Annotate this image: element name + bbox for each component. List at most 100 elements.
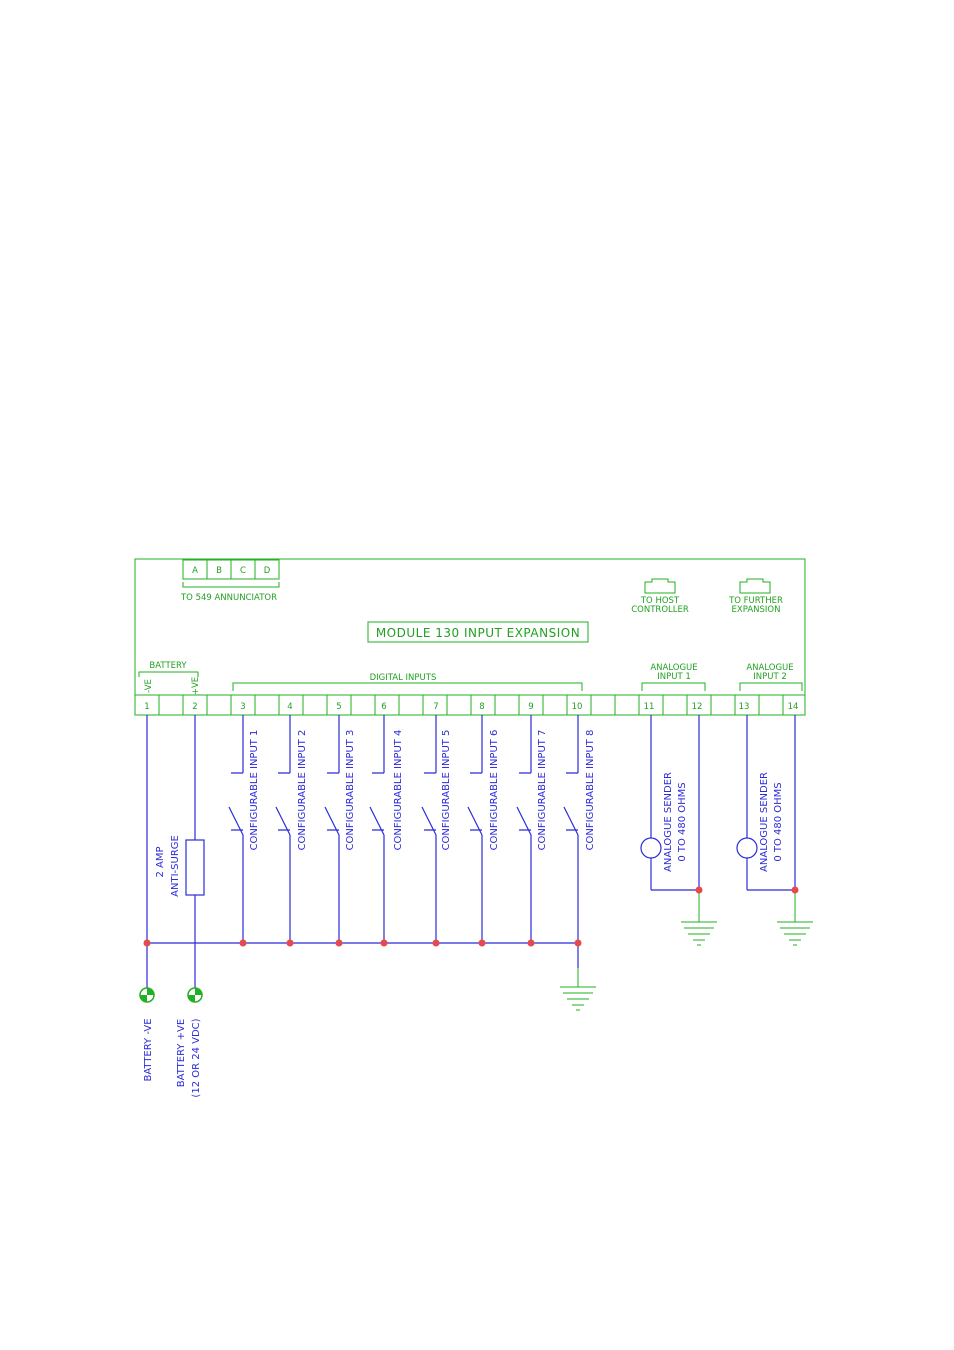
annunciator-label: TO 549 ANNUNCIATOR: [180, 593, 277, 603]
sender-2-line1: ANALOGUE SENDER: [759, 772, 770, 872]
junction-node: [239, 939, 247, 947]
analogue-1-line1: ANALOGUE: [650, 663, 697, 673]
analogue-1-line2: INPUT 1: [657, 672, 691, 682]
battery-group: BATTERY -VE +VE: [138, 661, 201, 695]
earth-symbol-sender-1: [681, 921, 717, 946]
battery-group-pos: +VE: [191, 677, 201, 695]
battery-pos-connection-icon: [187, 987, 203, 1003]
battery-pos-label-line2: (12 OR 24 VDC): [191, 1018, 202, 1097]
junction-node: [791, 886, 799, 894]
junction-node: [380, 939, 388, 947]
analogue-input-1-group: ANALOGUE INPUT 1: [641, 663, 706, 691]
switch-circuit-3: [324, 715, 340, 943]
sender-1-line1: ANALOGUE SENDER: [663, 772, 674, 872]
switch-symbol: [324, 715, 340, 943]
analogue-2-line2: INPUT 2: [753, 672, 787, 682]
digital-inputs-group: DIGITAL INPUTS: [232, 673, 583, 691]
junction-node: [286, 939, 294, 947]
switch-symbol: [516, 715, 532, 943]
module-title: MODULE 130 INPUT EXPANSION: [376, 626, 580, 640]
junction-nodes: [143, 886, 799, 947]
host-connector-line2: CONTROLLER: [631, 605, 689, 615]
annunciator-terminal-d: D: [264, 566, 271, 576]
config-input-label-8: CONFIGURABLE INPUT 8: [585, 730, 596, 851]
terminal-numbers: 1 2 3 4 5 6 7 8 9 10 11 12 13 14: [144, 702, 798, 712]
terminal-13: 13: [739, 702, 750, 712]
switch-circuit-8: [563, 715, 579, 943]
switch-circuit-1: [228, 715, 244, 943]
terminal-14: 14: [788, 702, 799, 712]
switch-symbol: [563, 715, 579, 943]
terminal-3: 3: [240, 702, 245, 712]
switch-circuit-7: [516, 715, 532, 943]
config-input-label-6: CONFIGURABLE INPUT 6: [489, 730, 500, 851]
terminal-8: 8: [479, 702, 484, 712]
battery-wiring: 2 AMP ANTI-SURGE: [146, 715, 205, 990]
digital-inputs-label: DIGITAL INPUTS: [370, 673, 437, 683]
sender-2-line2: 0 TO 480 OHMS: [773, 782, 784, 861]
terminal-10: 10: [572, 702, 583, 712]
junction-node: [335, 939, 343, 947]
switch-circuit-4: [369, 715, 385, 943]
earth-symbol-sender-2: [777, 921, 813, 946]
analogue-input-2-group: ANALOGUE INPUT 2: [739, 663, 803, 691]
switch-symbol: [369, 715, 385, 943]
annunciator-terminal-c: C: [240, 566, 246, 576]
module-title-box: MODULE 130 INPUT EXPANSION: [367, 621, 589, 643]
junction-node: [432, 939, 440, 947]
switch-circuit-6: [467, 715, 483, 943]
further-expansion-connector: TO FURTHER EXPANSION: [728, 578, 783, 615]
sender-1-line2: 0 TO 480 OHMS: [677, 782, 688, 861]
configurable-input-labels: CONFIGURABLE INPUT 1 CONFIGURABLE INPUT …: [249, 730, 596, 851]
sender-1-symbol: [640, 837, 662, 859]
switch-circuit-5: [421, 715, 437, 943]
junction-node: [478, 939, 486, 947]
battery-pos-label-line1: BATTERY +VE: [176, 1019, 187, 1087]
annunciator-terminal-a: A: [192, 566, 198, 576]
terminal-strip: [135, 694, 805, 715]
battery-group-label: BATTERY: [149, 661, 187, 671]
config-input-label-4: CONFIGURABLE INPUT 4: [393, 730, 404, 851]
terminal-11: 11: [644, 702, 655, 712]
battery-neg-connection-icon: [139, 987, 155, 1003]
annunciator-terminal-b: B: [216, 566, 222, 576]
switch-symbol: [228, 715, 244, 943]
terminal-2: 2: [192, 702, 197, 712]
analogue-2-line1: ANALOGUE: [746, 663, 793, 673]
switch-symbol: [467, 715, 483, 943]
terminal-12: 12: [692, 702, 703, 712]
module-enclosure: [134, 558, 806, 716]
configurable-input-switches: [228, 715, 579, 943]
battery-neg-label: BATTERY -VE: [143, 1018, 154, 1081]
switch-symbol: [275, 715, 291, 943]
terminal-1: 1: [144, 702, 149, 712]
switch-circuit-2: [275, 715, 291, 943]
sender-2-symbol: [736, 837, 758, 859]
annunciator-connector: A B C D TO 549 ANNUNCIATOR: [180, 559, 280, 603]
earth-symbol-common: [560, 943, 596, 1011]
terminal-4: 4: [287, 702, 292, 712]
config-input-label-3: CONFIGURABLE INPUT 3: [345, 730, 356, 851]
analogue-sender-2-circuit: ANALOGUE SENDER 0 TO 480 OHMS: [736, 715, 796, 922]
expansion-connector-line2: EXPANSION: [732, 605, 781, 615]
fuse-label-line2: ANTI-SURGE: [170, 835, 181, 897]
config-input-label-7: CONFIGURABLE INPUT 7: [537, 730, 548, 851]
host-connector-line1: TO HOST: [640, 596, 680, 606]
expansion-connector-line1: TO FURTHER: [728, 596, 783, 606]
fuse-label-line1: 2 AMP: [155, 846, 166, 877]
analogue-sender-1-circuit: ANALOGUE SENDER 0 TO 480 OHMS: [640, 715, 700, 922]
switch-symbol: [421, 715, 437, 943]
config-input-label-1: CONFIGURABLE INPUT 1: [249, 730, 260, 851]
battery-group-neg: -VE: [144, 679, 154, 693]
junction-node: [527, 939, 535, 947]
terminal-7: 7: [433, 702, 438, 712]
config-input-label-2: CONFIGURABLE INPUT 2: [297, 730, 308, 851]
junction-node: [143, 939, 151, 947]
terminal-5: 5: [336, 702, 341, 712]
host-controller-connector: TO HOST CONTROLLER: [631, 578, 689, 615]
terminal-6: 6: [381, 702, 386, 712]
fuse-symbol: [185, 839, 205, 896]
terminal-9: 9: [528, 702, 533, 712]
junction-node: [695, 886, 703, 894]
